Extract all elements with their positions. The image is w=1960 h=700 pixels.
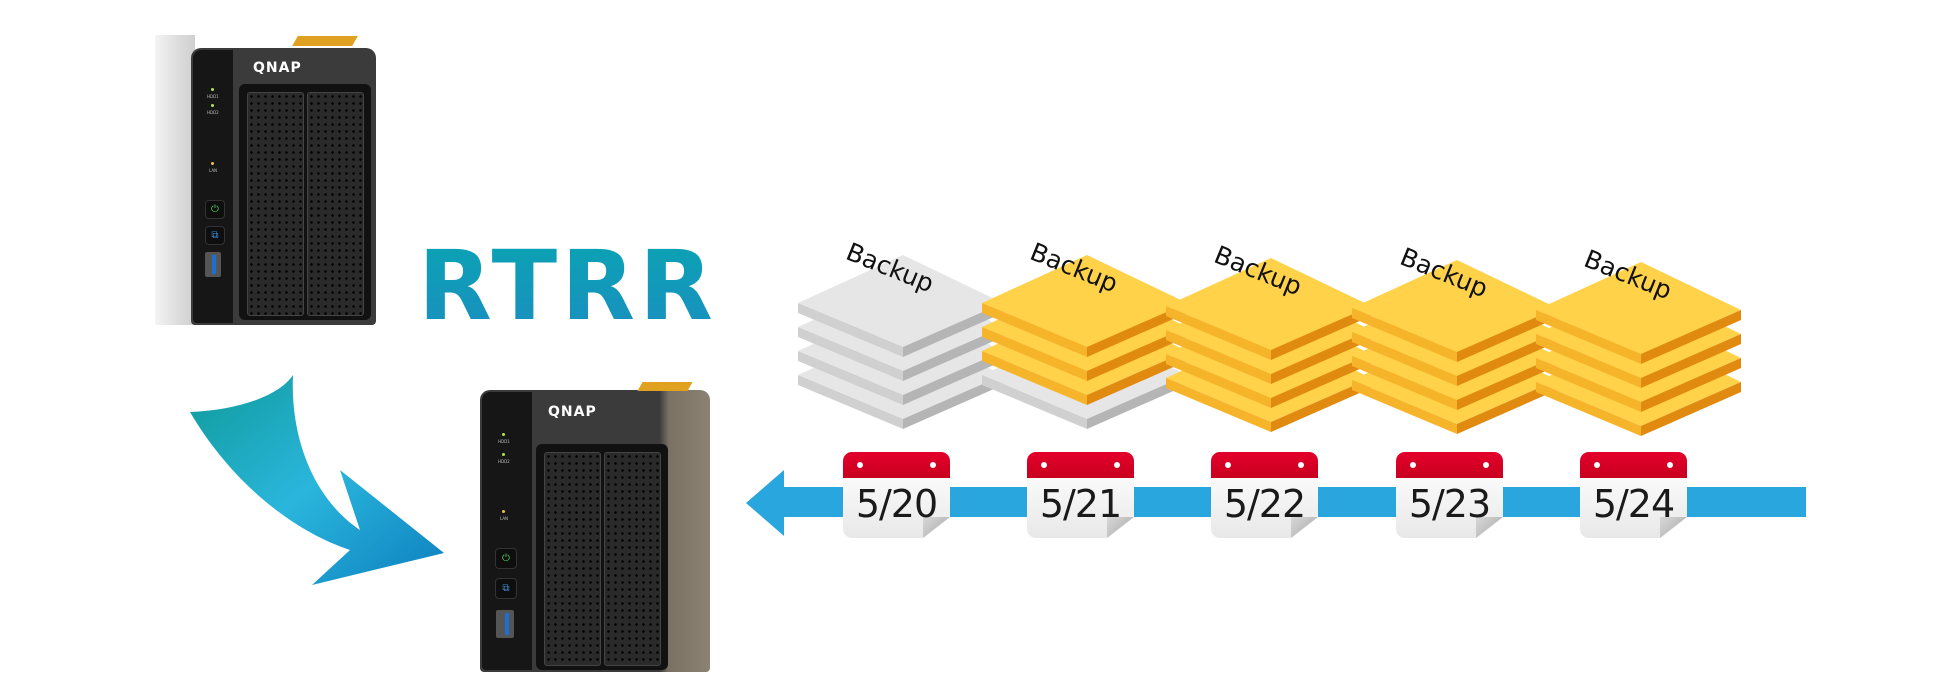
binding-hole: [1667, 462, 1673, 468]
timeline-arrow-head-icon: [746, 470, 784, 536]
copy-icon[interactable]: ⧉: [495, 578, 517, 599]
backup-layer: [982, 255, 1187, 357]
drive-tray-2[interactable]: [307, 92, 364, 316]
binding-hole: [1483, 462, 1489, 468]
backup-stack: Backup: [798, 237, 1008, 435]
nas-logo: QNAP: [253, 60, 302, 76]
power-icon[interactable]: ⏻: [205, 200, 225, 219]
led-hdd1: [211, 88, 214, 91]
led-label: LAN: [500, 516, 509, 521]
calendar-icon: 5/20: [843, 452, 950, 538]
backup-layer: [1536, 262, 1741, 364]
calendar-header: [1396, 452, 1503, 478]
nas-top-sticker: [637, 382, 693, 391]
calendar-header: [1211, 452, 1318, 478]
backup-layer: [798, 255, 1003, 357]
led-label: HDD1: [498, 439, 510, 444]
led-label: HDD2: [207, 110, 219, 115]
led-lan: [211, 162, 214, 165]
calendar-icon: 5/22: [1211, 452, 1318, 538]
usb-port-icon: [496, 610, 514, 638]
drive-tray-1[interactable]: [247, 92, 304, 316]
calendar-date: 5/21: [1039, 482, 1122, 526]
calendar-icon: 5/21: [1027, 452, 1134, 538]
calendar-header: [843, 452, 950, 478]
led-hdd1: [502, 433, 505, 436]
binding-hole: [1298, 462, 1304, 468]
nas-side: [155, 35, 195, 325]
calendar-header: [1027, 452, 1134, 478]
binding-hole: [1410, 462, 1416, 468]
drive-tray-2[interactable]: [604, 452, 661, 666]
nas-logo: QNAP: [548, 404, 597, 420]
calendar-date: 5/24: [1592, 482, 1675, 526]
binding-hole: [857, 462, 863, 468]
led-lan: [502, 510, 505, 513]
calendar-header: [1580, 452, 1687, 478]
led-hdd2: [211, 104, 214, 107]
binding-hole: [1114, 462, 1120, 468]
led-label: HDD1: [207, 94, 219, 99]
backup-stack: Backup: [1352, 242, 1562, 440]
backup-stack: Backup: [982, 237, 1192, 435]
calendar-date: 5/23: [1408, 482, 1491, 526]
binding-hole: [1594, 462, 1600, 468]
calendar-icon: 5/24: [1580, 452, 1687, 538]
rtrr-title: RTRR: [418, 230, 717, 342]
nas-destination: QNAP HDD1 HDD2 LAN ⏻ ⧉: [480, 378, 712, 674]
usb-port-icon: [205, 252, 221, 277]
backup-layer: [1166, 258, 1371, 360]
power-icon[interactable]: ⏻: [495, 548, 517, 569]
drive-tray-1[interactable]: [544, 452, 601, 666]
nas-top-sticker: [292, 36, 358, 46]
led-label: HDD2: [498, 459, 510, 464]
binding-hole: [930, 462, 936, 468]
curved-arrow-icon: [190, 375, 444, 585]
nas-source: QNAP HDD1 HDD2 LAN ⏻ ⧉: [155, 30, 385, 330]
backup-stack: Backup: [1166, 240, 1376, 438]
binding-hole: [1041, 462, 1047, 468]
calendar-icon: 5/23: [1396, 452, 1503, 538]
backup-stack: Backup: [1536, 244, 1746, 442]
led-label: LAN: [209, 168, 218, 173]
backup-layer: [1352, 260, 1557, 362]
calendar-date: 5/20: [855, 482, 938, 526]
binding-hole: [1225, 462, 1231, 468]
calendar-date: 5/22: [1223, 482, 1306, 526]
nas-front-panel: [193, 50, 233, 323]
led-hdd2: [502, 453, 505, 456]
copy-icon[interactable]: ⧉: [205, 226, 225, 245]
